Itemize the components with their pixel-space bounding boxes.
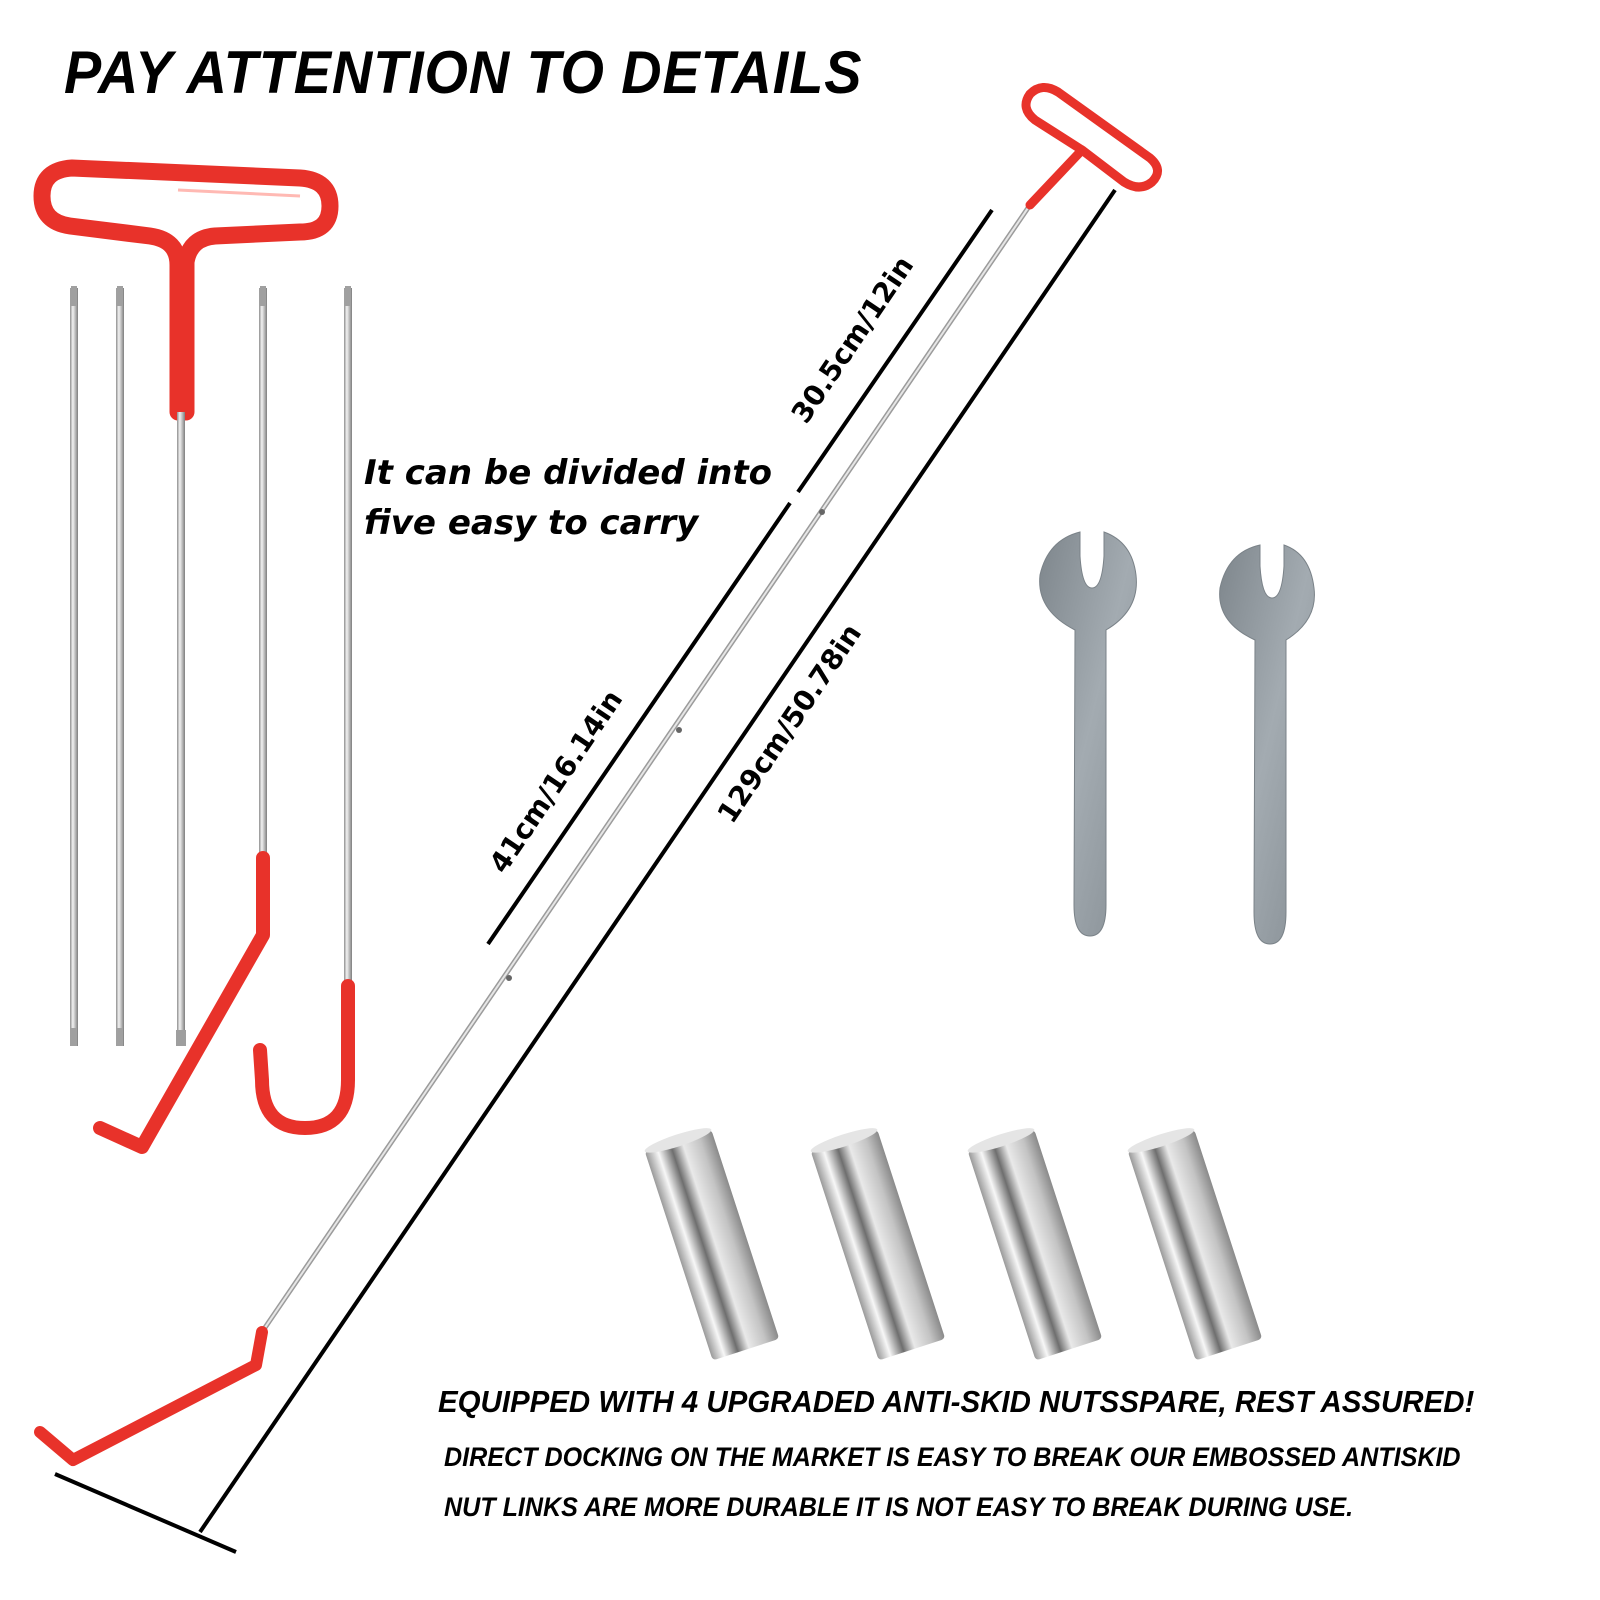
connector-nut-2 xyxy=(810,1128,945,1360)
assembled-t-handle xyxy=(1021,83,1162,210)
dim-line-middle xyxy=(486,501,792,946)
angled-hook-tip xyxy=(93,286,270,1154)
dim-line-base xyxy=(54,1472,237,1554)
footer-headline: EQUIPPED WITH 4 UPGRADED ANTI-SKID NUTSS… xyxy=(438,1384,1475,1419)
connector-nut-4 xyxy=(1127,1128,1262,1360)
headline: PAY ATTENTION TO DETAILS xyxy=(64,39,863,106)
wrench-1 xyxy=(1039,531,1137,937)
connector-nut-3 xyxy=(967,1128,1102,1360)
dimension-lines xyxy=(54,188,1117,1554)
j-hook-tip xyxy=(253,286,355,1135)
caption-line-1: It can be divided into xyxy=(364,453,772,493)
footer-line-1: DIRECT DOCKING ON THE MARKET IS EASY TO … xyxy=(444,1442,1461,1472)
connector-nut-1 xyxy=(644,1128,779,1360)
assembled-rod xyxy=(34,83,1162,1466)
assembled-hook xyxy=(34,1326,268,1466)
caption-line-2: five easy to carry xyxy=(364,503,699,543)
extension-rod-2 xyxy=(116,286,124,1046)
t-handle-shaft xyxy=(177,412,185,1040)
extension-rod-1 xyxy=(70,286,78,1046)
dim-line-total xyxy=(198,188,1117,1534)
t-handle-part xyxy=(33,159,339,1046)
footer-line-2: NUT LINKS ARE MORE DURABLE IT IS NOT EAS… xyxy=(444,1492,1354,1522)
dim-line-handle xyxy=(796,208,994,494)
divisible-caption: It can be divided into five easy to carr… xyxy=(364,448,772,548)
wrench-2 xyxy=(1219,544,1315,945)
